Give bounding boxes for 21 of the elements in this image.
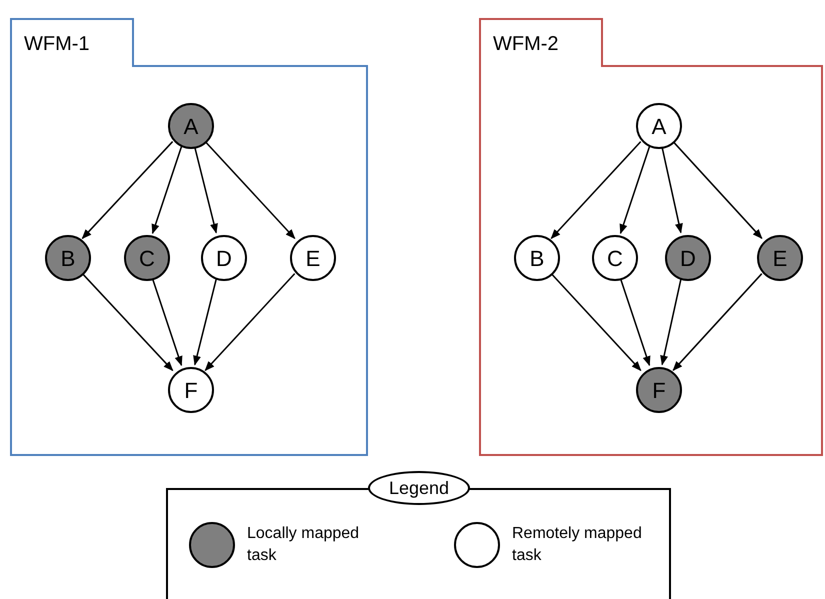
arrow [660,279,682,366]
arrow [193,279,217,366]
legend-title: Legend [368,471,470,505]
panel-tab: WFM-2 [479,18,603,67]
arrow [672,141,762,240]
arrow [550,141,642,240]
legend-text: Remotely mapped task [512,524,643,566]
arrow [204,273,296,372]
arrow [672,273,762,372]
arrow [152,278,182,366]
arrow [204,141,296,240]
arrow [661,147,683,234]
arrow [82,141,174,240]
arrow [620,278,650,366]
arrow [194,147,218,234]
legend-text: Locally mapped task [247,524,360,566]
arrow [82,273,174,372]
arrow [620,146,650,234]
arrow [550,273,642,372]
arrow [152,146,182,234]
panel-tab: WFM-1 [10,18,134,67]
